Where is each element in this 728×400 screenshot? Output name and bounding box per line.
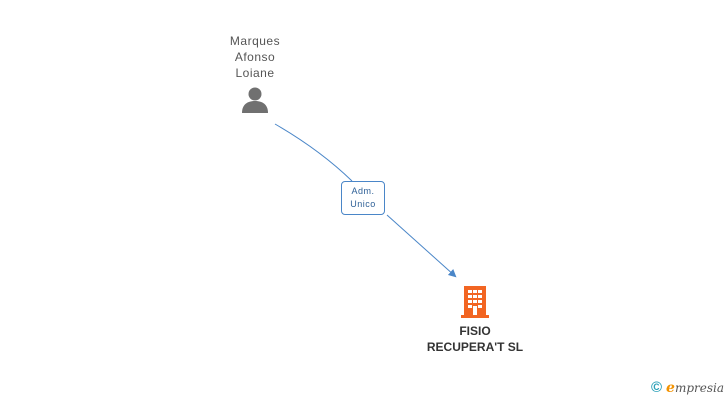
- edge-line-upper: [274, 123, 353, 182]
- person-name-line: Loiane: [235, 66, 275, 80]
- role-label-line: Unico: [350, 199, 376, 209]
- company-name: FISIO RECUPERA'T SL: [405, 323, 545, 355]
- person-name-line: Marques: [229, 34, 281, 48]
- company-name-line: RECUPERA'T SL: [426, 340, 524, 354]
- person-name-line: Afonso: [234, 50, 276, 64]
- edge-line-lower: [386, 214, 457, 278]
- role-label-line: Adm.: [351, 186, 375, 196]
- company-node[interactable]: FISIO RECUPERA'T SL: [405, 285, 545, 355]
- copyright-icon: ©: [650, 379, 663, 396]
- person-name: Marques Afonso Loiane: [205, 33, 305, 81]
- person-node[interactable]: Marques Afonso Loiane: [205, 33, 305, 115]
- brand-logo-initial: e: [666, 379, 675, 396]
- company-name-line: FISIO: [459, 324, 491, 338]
- person-icon: [242, 87, 268, 113]
- building-icon: [461, 286, 489, 318]
- role-label[interactable]: Adm. Unico: [341, 181, 385, 215]
- brand-logo-text: mpresia: [674, 380, 724, 395]
